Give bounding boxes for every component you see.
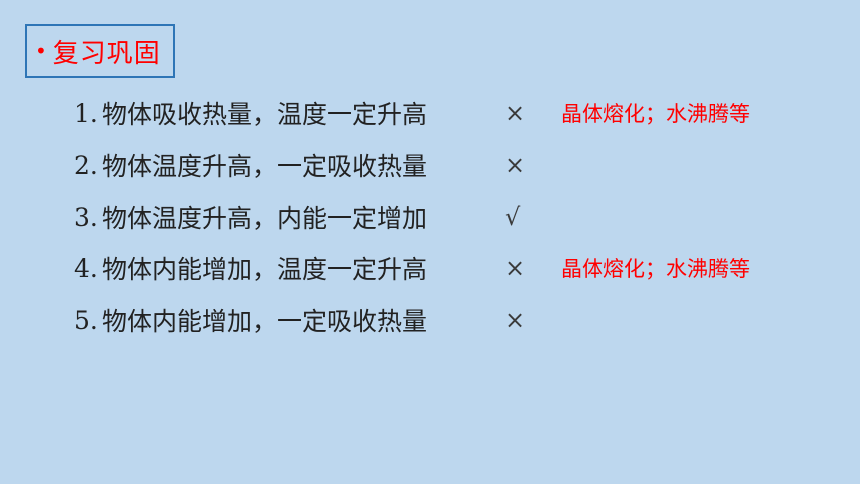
statement-note: 晶体熔化；水沸腾等 [561,102,750,126]
statement-text: 物体温度升高，内能一定增加 [102,204,428,233]
section-title-box: • 复习巩固 [25,24,175,78]
statement-item-4: 4. 物体内能增加，温度一定升高 [74,248,427,288]
statement-number: 2. [74,150,98,180]
check-mark-icon: √ [505,203,521,231]
statement-item-5: 5. 物体内能增加，一定吸收热量 [74,300,427,340]
title-bullet: • [35,39,47,63]
statement-number: 5. [74,305,98,335]
cross-mark-icon: × [505,151,526,179]
statement-number: 3. [74,202,98,232]
section-title: 复习巩固 [52,38,161,69]
statement-note: 晶体熔化；水沸腾等 [561,257,750,281]
statement-number: 1. [74,98,98,128]
cross-mark-icon: × [505,254,526,282]
statement-item-1: 1. 物体吸收热量，温度一定升高 [74,93,427,133]
statement-item-3: 3. 物体温度升高，内能一定增加 [74,197,427,237]
statement-text: 物体内能增加，一定吸收热量 [102,307,428,336]
cross-mark-icon: × [505,306,526,334]
statement-number: 4. [74,253,98,283]
statement-text: 物体温度升高，一定吸收热量 [102,152,428,181]
statement-item-2: 2. 物体温度升高，一定吸收热量 [74,145,427,185]
cross-mark-icon: × [505,99,526,127]
statement-text: 物体内能增加，温度一定升高 [102,255,428,284]
statement-text: 物体吸收热量，温度一定升高 [102,100,428,129]
